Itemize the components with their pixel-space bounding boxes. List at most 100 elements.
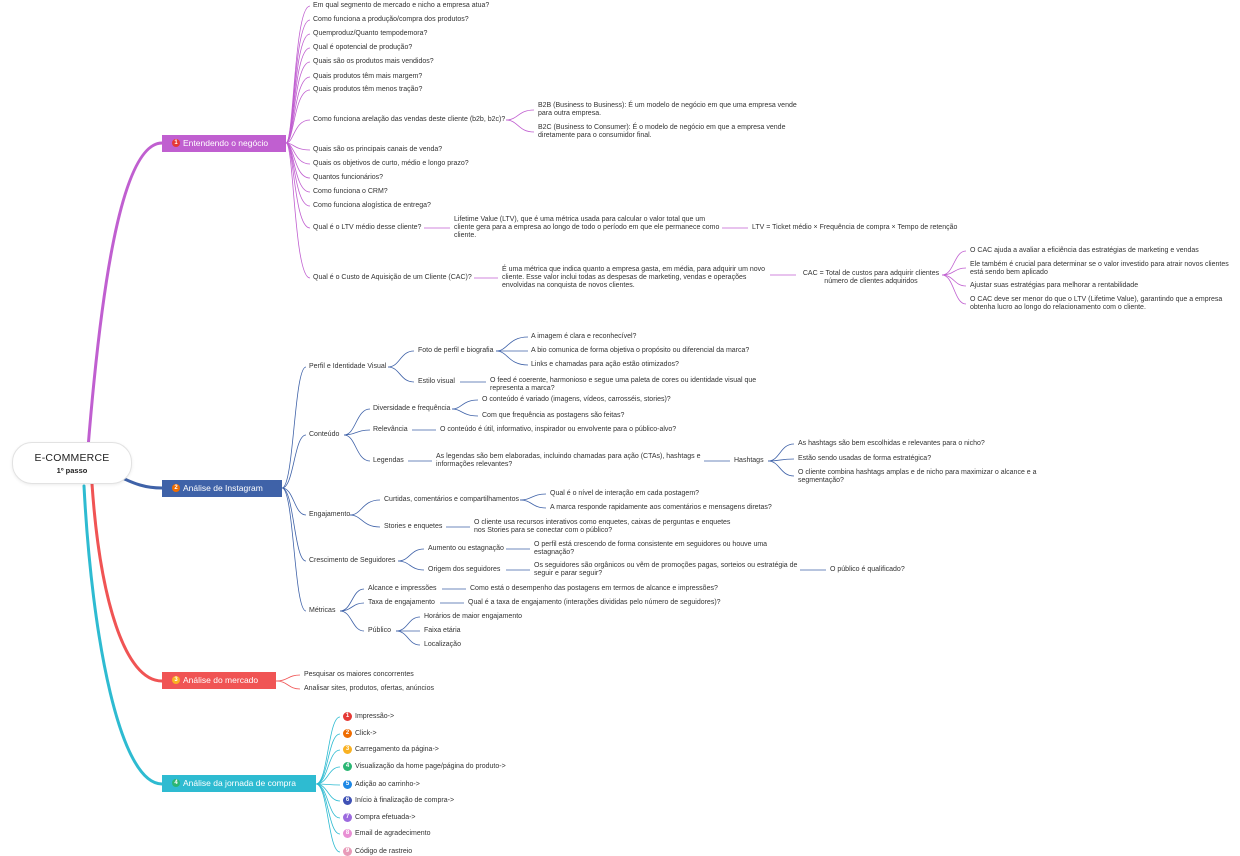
node-taxa-q[interactable]: Qual é a taxa de engajamento (interações… — [468, 599, 721, 606]
branch-label: Análise de Instagram — [183, 483, 263, 493]
node-foto-q1[interactable]: A imagem é clara e reconhecível? — [531, 333, 637, 340]
number-5-icon: 5 — [343, 780, 352, 789]
node-alcance-q[interactable]: Como está o desempenho das postagens em … — [470, 585, 718, 592]
cac-formula-numerator: CAC = Total de custos para adquirir clie… — [802, 270, 940, 277]
node-curt-q2[interactable]: A marca responde rapidamente aos comentá… — [550, 504, 772, 511]
node-divers-q2[interactable]: Com que frequência as postagens são feit… — [482, 412, 625, 419]
cac-formula-denominator: número de clientes adquiridos — [824, 278, 918, 285]
node-logistica[interactable]: Como funciona alogística de entrega? — [313, 202, 431, 209]
node-concorrentes[interactable]: Pesquisar os maiores concorrentes — [304, 671, 414, 678]
step-label: Carregamento da página-> — [355, 746, 439, 753]
node-alcance[interactable]: Alcance e impressões — [368, 585, 437, 592]
node-analisar-sites[interactable]: Analisar sites, produtos, ofertas, anúnc… — [304, 685, 434, 692]
number-4-icon: 4 — [172, 778, 180, 787]
branch-label: Análise do mercado — [183, 675, 259, 685]
number-1-icon: 1 — [343, 712, 352, 721]
root-subtitle: 1º passo — [56, 466, 88, 475]
node-aumento[interactable]: Aumento ou estagnação — [428, 545, 504, 552]
number-2-icon: 2 — [172, 483, 180, 492]
node-objetivos[interactable]: Quais os objetivos de curto, médio e lon… — [313, 160, 469, 167]
node-relev-q[interactable]: O conteúdo é útil, informativo, inspirad… — [440, 426, 677, 433]
step-label: Código de rastreio — [355, 848, 413, 855]
node-crescimento[interactable]: Crescimento de Seguidores — [309, 557, 396, 564]
node-perfil[interactable]: Perfil e Identidade Visual — [309, 363, 387, 370]
node-canais[interactable]: Quais são os principais canais de venda? — [313, 146, 443, 153]
step-label: Click-> — [355, 730, 377, 737]
node-b2b[interactable]: B2B (Business to Business): É um modelo … — [538, 102, 797, 117]
node-cac-definicao[interactable]: É uma métrica que indica quanto a empres… — [502, 266, 766, 289]
node-relevancia[interactable]: Relevância — [373, 426, 408, 433]
node-taxa[interactable]: Taxa de engajamento — [368, 599, 435, 606]
number-2-icon: 2 — [343, 729, 352, 738]
node-estilo-visual[interactable]: Estilo visual — [418, 378, 455, 385]
node-cac[interactable]: Qual é o Custo de Aquisição de um Client… — [313, 274, 472, 281]
node-producao[interactable]: Como funciona a produção/compra dos prod… — [313, 16, 469, 23]
node-segmento[interactable]: Em qual segmento de mercado e nicho a em… — [313, 2, 490, 9]
node-estilo-q[interactable]: O feed é coerente, harmonioso e segue um… — [490, 377, 757, 392]
number-8-icon: 8 — [343, 829, 352, 838]
step-label: Visualização da home page/página do prod… — [355, 763, 506, 770]
node-hash-q1[interactable]: As hashtags são bem escolhidas e relevan… — [798, 440, 985, 447]
number-3-icon: 3 — [172, 675, 180, 684]
root-title: E-COMMERCE — [34, 452, 110, 464]
node-horarios[interactable]: Horários de maior engajamento — [424, 613, 523, 620]
node-ltv-definicao[interactable]: Lifetime Value (LTV), que é uma métrica … — [454, 216, 720, 239]
node-legendas[interactable]: Legendas — [373, 457, 404, 464]
node-cac-formula[interactable]: CAC = Total de custos para adquirir clie… — [800, 270, 942, 286]
step-label: Adição ao carrinho-> — [355, 781, 420, 788]
node-conteudo[interactable]: Conteúdo — [309, 431, 340, 438]
number-7-icon: 7 — [343, 813, 352, 822]
number-1-icon: 1 — [172, 138, 180, 147]
node-curt-q1[interactable]: Qual é o nível de interação em cada post… — [550, 490, 700, 497]
number-3-icon: 3 — [343, 745, 352, 754]
node-publico[interactable]: Público — [368, 627, 391, 634]
node-origem-q[interactable]: Os seguidores são orgânicos ou vêm de pr… — [534, 562, 798, 577]
node-ltv-formula[interactable]: LTV = Ticket médio × Frequência de compr… — [752, 224, 958, 231]
step-label: Compra efetuada-> — [355, 814, 416, 821]
node-faixa-etaria[interactable]: Faixa etária — [424, 627, 461, 634]
node-legendas-q[interactable]: As legendas são bem elaboradas, incluind… — [436, 453, 701, 468]
node-potencial[interactable]: Qual é opotencial de produção? — [313, 44, 413, 51]
branch-label: Análise da jornada de compra — [183, 778, 296, 788]
node-stories[interactable]: Stories e enquetes — [384, 523, 443, 530]
node-relacao-vendas[interactable]: Como funciona arelação das vendas deste … — [313, 116, 506, 123]
node-publico-qualificado[interactable]: O público é qualificado? — [830, 566, 905, 573]
node-crm[interactable]: Como funciona o CRM? — [313, 188, 388, 195]
node-cac-ltv[interactable]: O CAC deve ser menor do que o LTV (Lifet… — [970, 296, 1223, 311]
node-menos-tracao[interactable]: Quais produtos têm menos tração? — [313, 86, 423, 93]
node-foto-perfil[interactable]: Foto de perfil e biografia — [418, 347, 494, 354]
step-label: Início à finalização de compra-> — [355, 797, 455, 804]
number-4-icon: 4 — [343, 762, 352, 771]
node-cac-ajustar[interactable]: Ajustar suas estratégias para melhorar a… — [970, 282, 1139, 289]
node-mais-margem[interactable]: Quais produtos têm mais margem? — [313, 73, 423, 80]
node-diversidade[interactable]: Diversidade e frequência — [373, 405, 451, 412]
node-engajamento[interactable]: Engajamento — [309, 511, 351, 518]
node-foto-q2[interactable]: A bio comunica de forma objetiva o propó… — [531, 347, 750, 354]
node-origem[interactable]: Origem dos seguidores — [428, 566, 501, 573]
node-divers-q1[interactable]: O conteúdo é variado (imagens, vídeos, c… — [482, 396, 671, 403]
node-b2c[interactable]: B2C (Business to Consumer): É o modelo d… — [538, 124, 786, 139]
node-hashtags[interactable]: Hashtags — [734, 457, 764, 464]
node-foto-q3[interactable]: Links e chamadas para ação estão otimiza… — [531, 361, 679, 368]
node-aumento-q[interactable]: O perfil está crescendo de forma consist… — [534, 541, 768, 556]
node-stories-q[interactable]: O cliente usa recursos interativos como … — [474, 519, 731, 534]
node-hash-q2[interactable]: Estão sendo usadas de forma estratégica? — [798, 455, 932, 462]
node-curtidas[interactable]: Curtidas, comentários e compartilhamento… — [384, 496, 520, 503]
node-cac-investimento[interactable]: Ele também é crucial para determinar se … — [970, 261, 1229, 276]
node-funcionarios[interactable]: Quantos funcionários? — [313, 174, 384, 181]
root-node[interactable]: E-COMMERCE 1º passo — [12, 442, 132, 484]
step-label: Impressão-> — [355, 713, 395, 720]
node-hash-q3[interactable]: O cliente combina hashtags amplas e de n… — [798, 469, 1037, 484]
node-cac-eficiencia[interactable]: O CAC ajuda a avaliar a eficiência das e… — [970, 247, 1199, 254]
node-mais-vendidos[interactable]: Quais são os produtos mais vendidos? — [313, 58, 434, 65]
node-localizacao[interactable]: Localização — [424, 641, 461, 648]
node-ltv[interactable]: Qual é o LTV médio desse cliente? — [313, 224, 422, 231]
node-quem-produz[interactable]: Quemproduz/Quanto tempodemora? — [313, 30, 428, 37]
node-metricas[interactable]: Métricas — [309, 607, 336, 614]
